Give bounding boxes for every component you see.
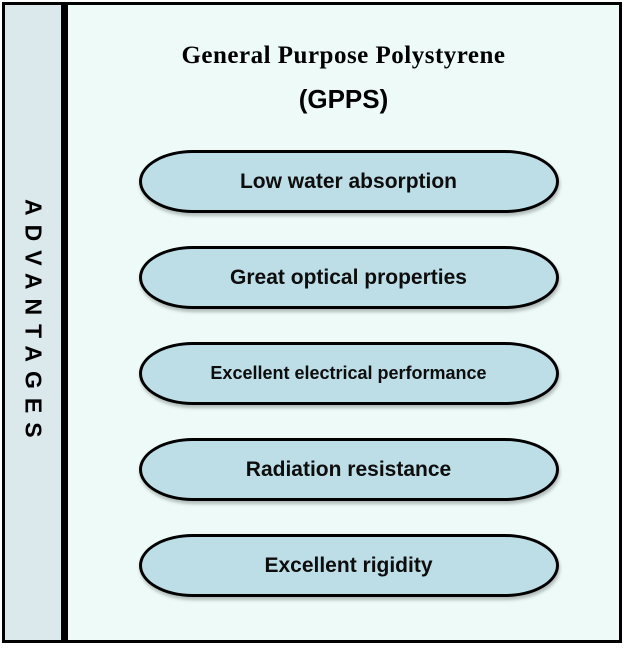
advantage-pill-excellent-rigidity: Excellent rigidity	[138, 534, 559, 597]
advantage-pill-radiation-resistance: Radiation resistance	[138, 438, 559, 501]
advantage-pill-low-water-absorption: Low water absorption	[138, 150, 559, 213]
diagram-frame: ADVANTAGES General Purpose Polystyrene (…	[2, 2, 622, 643]
page-subtitle: (GPPS)	[298, 84, 389, 114]
page-title: General Purpose Polystyrene	[181, 42, 506, 69]
sidebar-vertical-label: ADVANTAGES	[20, 198, 47, 447]
advantages-list: Low water absorption Great optical prope…	[138, 150, 559, 597]
advantage-pill-excellent-electrical-performance: Excellent electrical performance	[138, 342, 559, 405]
advantages-sidebar: ADVANTAGES	[5, 5, 68, 640]
diagram-main: General Purpose Polystyrene (GPPS) Low w…	[68, 5, 619, 640]
advantage-pill-great-optical-properties: Great optical properties	[138, 246, 559, 309]
